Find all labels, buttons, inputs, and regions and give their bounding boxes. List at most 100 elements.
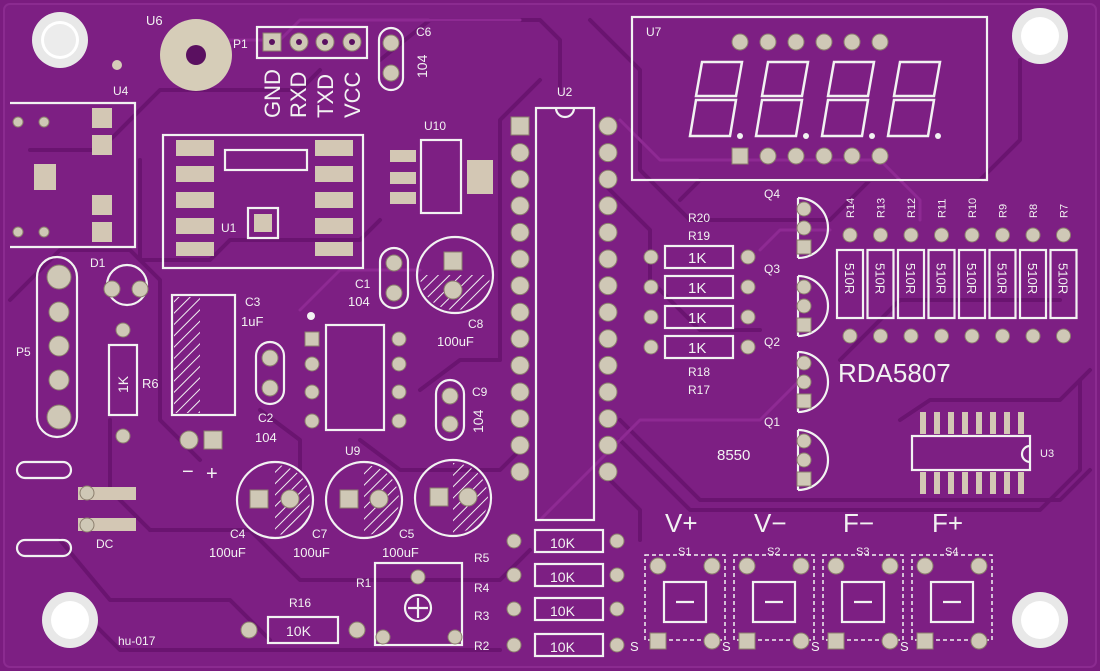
u2-pin	[598, 116, 618, 136]
u3-pad	[962, 472, 968, 494]
c9-label: C9	[472, 385, 488, 399]
r7-r14-resistors: 510RR14510RR13510RR12510RR11510RR10510RR…	[835, 198, 1078, 344]
u3-label: U3	[1040, 448, 1054, 460]
seven-segment-digits	[688, 60, 942, 139]
r2-resistor: 10K R2 S	[474, 632, 639, 658]
decimal-point	[935, 133, 941, 139]
push-button-1[interactable]: V+S1S	[644, 508, 731, 654]
seven-segment-digit	[688, 60, 744, 138]
c8-label: C8	[468, 317, 484, 331]
u7-pin	[815, 33, 833, 51]
u2-mcu: U2	[510, 85, 618, 522]
decimal-point	[803, 133, 809, 139]
u2-pin	[598, 143, 618, 163]
push-button-3[interactable]: F−S3S	[822, 508, 909, 654]
p1-pin-vcc: VCC	[340, 71, 365, 118]
button-title: V−	[754, 508, 787, 538]
resistor-510r-value: 510R	[1025, 263, 1040, 294]
c8-value: 100uF	[437, 334, 474, 349]
push-button-2[interactable]: V−S2S	[733, 508, 820, 654]
u2-pin	[510, 222, 530, 242]
u7-pin	[871, 147, 889, 165]
seven-segment-digit	[820, 60, 876, 138]
u9-label: U9	[345, 444, 361, 458]
u6-label: U6	[146, 13, 163, 28]
u2-pin	[510, 435, 530, 455]
r1-label: R1	[356, 576, 372, 590]
c4-capacitor: C4 100uF	[209, 460, 315, 560]
resistor-510r-label: R7	[1059, 204, 1071, 218]
u2-pin	[510, 249, 530, 269]
resistor-510r-value: 510R	[964, 263, 979, 294]
resistor-510r-label: R9	[998, 204, 1010, 218]
resistor-510r: 510R R8	[1018, 204, 1048, 344]
c4-label: C4	[230, 527, 246, 541]
svg-text:R2: R2	[474, 639, 490, 653]
r19-label: R19	[688, 229, 710, 243]
u3-pad	[1018, 472, 1024, 494]
svg-text:10K: 10K	[550, 535, 576, 551]
u2-pin	[510, 302, 530, 322]
u2-pin	[598, 222, 618, 242]
resistor-1k-value: 1K	[688, 340, 706, 357]
u3-pad	[976, 412, 982, 434]
button-label: S1	[678, 546, 691, 558]
r3-resistor: 10K R3	[474, 596, 625, 623]
u4-label: U4	[113, 84, 129, 98]
resistor-510r-label: R8	[1028, 204, 1040, 218]
u2-pin	[510, 409, 530, 429]
u2-pin	[598, 276, 618, 296]
u2-pin	[510, 276, 530, 296]
u2-pin	[598, 382, 618, 402]
push-button-4[interactable]: F+ S4	[911, 508, 993, 650]
svg-text:10K: 10K	[550, 639, 576, 655]
c9-value: 104	[470, 409, 486, 433]
p1-pin-txd: TXD	[313, 74, 338, 118]
u3-rda5807: RDA5807 U3	[838, 358, 1054, 494]
button-title: F+	[932, 508, 963, 538]
button-label: S4	[945, 546, 958, 558]
c3-value: 1uF	[241, 314, 263, 329]
u2-pin	[598, 169, 618, 189]
c9-capacitor: C9 104	[434, 378, 488, 442]
c6-capacitor: C6 104	[377, 25, 432, 92]
u2-pin	[510, 169, 530, 189]
c3-label: C3	[245, 295, 261, 309]
button-title: F−	[843, 508, 874, 538]
resistor-510r-label: R12	[906, 198, 918, 218]
r6-value: 1K	[115, 375, 131, 393]
r16-value: 10K	[286, 623, 312, 639]
r16-resistor: R16 10K hu-017	[118, 596, 366, 648]
u3-pad	[934, 412, 940, 434]
c4-value: 100uF	[209, 545, 246, 560]
u10-label: U10	[424, 119, 446, 133]
u2-pin	[598, 249, 618, 269]
u9-chip: U9	[304, 312, 407, 458]
u3-pad	[1004, 412, 1010, 434]
resistor-510r-label: R13	[876, 198, 888, 218]
rda5807-label: RDA5807	[838, 358, 951, 388]
u7-pin	[843, 33, 861, 51]
svg-text:10K: 10K	[550, 569, 576, 585]
resistor-1k: 1K	[643, 274, 756, 300]
r2-r5-resistors: 10K R5 10K R4 10K R3 10K R2 S	[474, 528, 639, 658]
u7-pin	[759, 147, 777, 165]
u7-pin	[871, 33, 889, 51]
u3-pad	[1018, 412, 1024, 434]
resistor-510r-label: R14	[845, 198, 857, 218]
resistor-1k-value: 1K	[688, 250, 706, 267]
plus-sign: +	[206, 463, 218, 485]
s-marker: S	[900, 639, 909, 654]
c1-capacitor: C1 104	[348, 246, 410, 310]
u3-pad	[990, 472, 996, 494]
u2-pin	[510, 329, 530, 349]
c3-capacitor: C3 1uF − +	[170, 293, 263, 485]
transistor	[796, 274, 830, 338]
minus-sign: −	[182, 461, 194, 483]
u7-pin	[759, 33, 777, 51]
